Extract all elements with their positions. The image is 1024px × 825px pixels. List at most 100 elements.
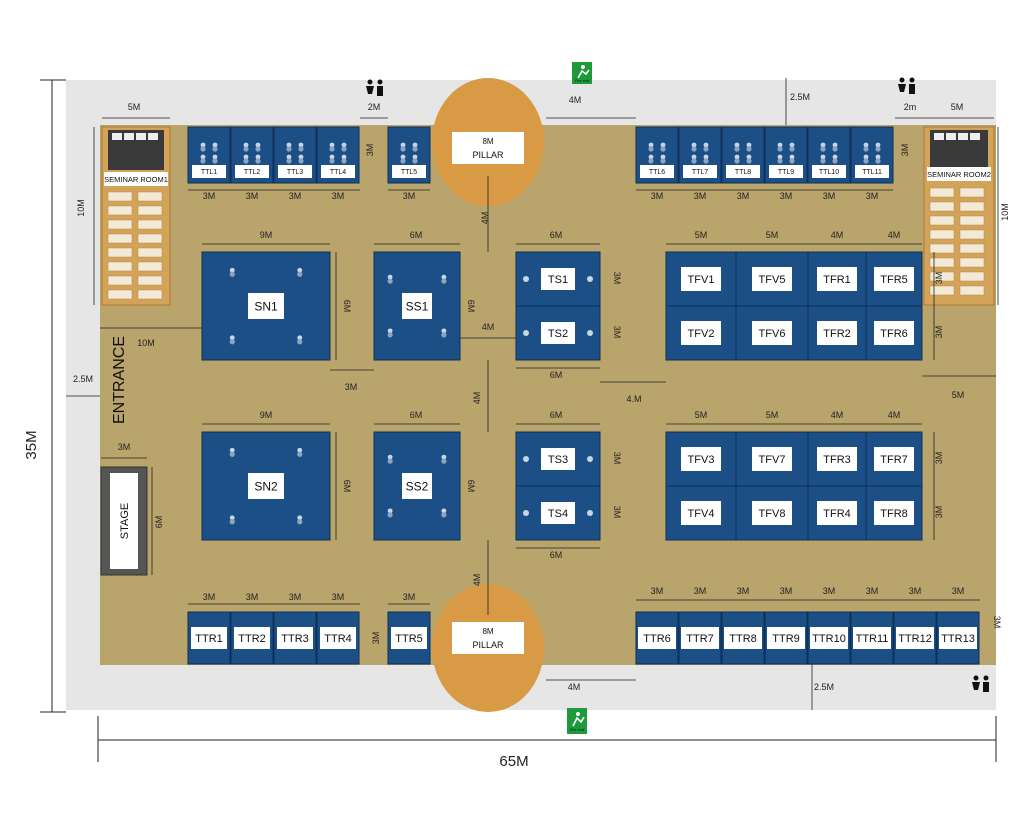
booth-ttr9: TTR9 [764, 611, 808, 665]
dimension-label: 3M [900, 144, 910, 157]
seat [959, 215, 985, 226]
dimension-label: 3M [866, 586, 879, 596]
booth-label: TFR3 [823, 454, 851, 466]
dimension-label: 4M [568, 682, 581, 692]
seat [137, 205, 163, 216]
booth-label: TTR10 [812, 633, 846, 645]
dimension-label: 2.5M [814, 682, 834, 692]
dimension-label: 3M [371, 632, 381, 645]
booth-sn1: SN1 [201, 251, 331, 361]
booth-label: TTL7 [692, 169, 708, 176]
booth-ttr2: TTR2 [230, 611, 274, 665]
booth-tfv5: TFV5 [735, 251, 809, 307]
seat [929, 215, 955, 226]
dimension-label: 3M [823, 586, 836, 596]
booth-label: TS2 [548, 328, 568, 340]
booth-tfr6: TFR6 [865, 305, 923, 361]
dimension-label: 3M [780, 191, 793, 201]
stage: STAGE [100, 466, 148, 576]
booth-ss2: SS2 [373, 431, 461, 541]
booth-label: TTR3 [281, 633, 309, 645]
booth-ts4: TS4 [515, 485, 601, 541]
svg-text:SEMINAR ROOM2: SEMINAR ROOM2 [927, 170, 991, 179]
booth-label: TTR4 [324, 633, 352, 645]
dimension-label: 3M [934, 272, 944, 285]
dimension-label: 3M [737, 586, 750, 596]
booth-ttr11: TTR11 [850, 611, 894, 665]
booth-label: SS2 [406, 479, 429, 493]
booth-tfv4: TFV4 [665, 485, 737, 541]
booth-label: TTR9 [772, 633, 800, 645]
dimension-label: 6M [342, 300, 352, 313]
booth-label: TTL3 [287, 169, 303, 176]
booth-label: TTR8 [729, 633, 757, 645]
booth-label: TFR1 [823, 274, 851, 286]
booth-label: TTL6 [649, 169, 665, 176]
booth-ttl11: TTL11 [850, 126, 894, 184]
booth-label: TTR6 [643, 633, 671, 645]
booth-label: TFV2 [688, 328, 715, 340]
booth-sn2: SN2 [201, 431, 331, 541]
dimension-label: 3M [909, 586, 922, 596]
seminar-room-1: SEMINAR ROOM1 [101, 126, 171, 306]
booth-label: SN2 [254, 479, 278, 493]
booth-ss1: SS1 [373, 251, 461, 361]
booth-tfv1: TFV1 [665, 251, 737, 307]
booth-label: TFV3 [688, 454, 715, 466]
dimension-label: 9M [260, 230, 273, 240]
dimension-label: 3M [332, 191, 345, 201]
seat [929, 271, 955, 282]
booth-tfr7: TFR7 [865, 431, 923, 487]
booth-ttl1: TTL1 [187, 126, 231, 184]
booth-ttr12: TTR12 [893, 611, 937, 665]
dimension-label: 3M [694, 586, 707, 596]
seat [107, 289, 133, 300]
seat [959, 187, 985, 198]
booth-tfv7: TFV7 [735, 431, 809, 487]
dimension-label: 6M [410, 410, 423, 420]
dimension-label: 4M [888, 230, 901, 240]
dimension-label: 6M [550, 550, 563, 560]
seat [929, 243, 955, 254]
seat [137, 191, 163, 202]
dimension-label: 6M [550, 370, 563, 380]
seat [959, 243, 985, 254]
dimension-label: 3M [289, 191, 302, 201]
seat [137, 247, 163, 258]
booth-tfv2: TFV2 [665, 305, 737, 361]
booth-label: SS1 [406, 299, 429, 313]
booth-ttl6: TTL6 [635, 126, 679, 184]
booth-ttl3: TTL3 [273, 126, 317, 184]
main-floor [100, 125, 996, 665]
booth-label: TFR4 [823, 508, 851, 520]
seat [929, 229, 955, 240]
booth-label: TS3 [548, 454, 568, 466]
svg-text:SEMINAR ROOM1: SEMINAR ROOM1 [104, 175, 168, 184]
seat [929, 285, 955, 296]
booth-ttr1: TTR1 [187, 611, 231, 665]
dimension-label: 3M [651, 586, 664, 596]
dimension-label: 3M [365, 144, 375, 157]
dimension-label: 3M [992, 616, 1002, 629]
seat [929, 187, 955, 198]
dimension-label: 3M [612, 326, 622, 339]
dimension-label: 6M [550, 410, 563, 420]
booth-label: TFR6 [880, 328, 908, 340]
dimension-label: 3M [934, 326, 944, 339]
dimension-label: 6M [410, 230, 423, 240]
pillar-bottom-size: 8M [482, 627, 493, 636]
booth-ttr7: TTR7 [678, 611, 722, 665]
dimension-label: 3M [203, 592, 216, 602]
dimension-label: 4M [480, 212, 490, 225]
dimension-label: 3M [737, 191, 750, 201]
seat [959, 201, 985, 212]
seat [959, 257, 985, 268]
svg-text:Fire exit: Fire exit [575, 78, 590, 83]
seat [929, 201, 955, 212]
dimension-label: 3M [403, 191, 416, 201]
dimension-label: 4M [831, 230, 844, 240]
dimension-label: 3M [612, 452, 622, 465]
booth-tfr5: TFR5 [865, 251, 923, 307]
dimension-label: 4M [831, 410, 844, 420]
seat [107, 261, 133, 272]
